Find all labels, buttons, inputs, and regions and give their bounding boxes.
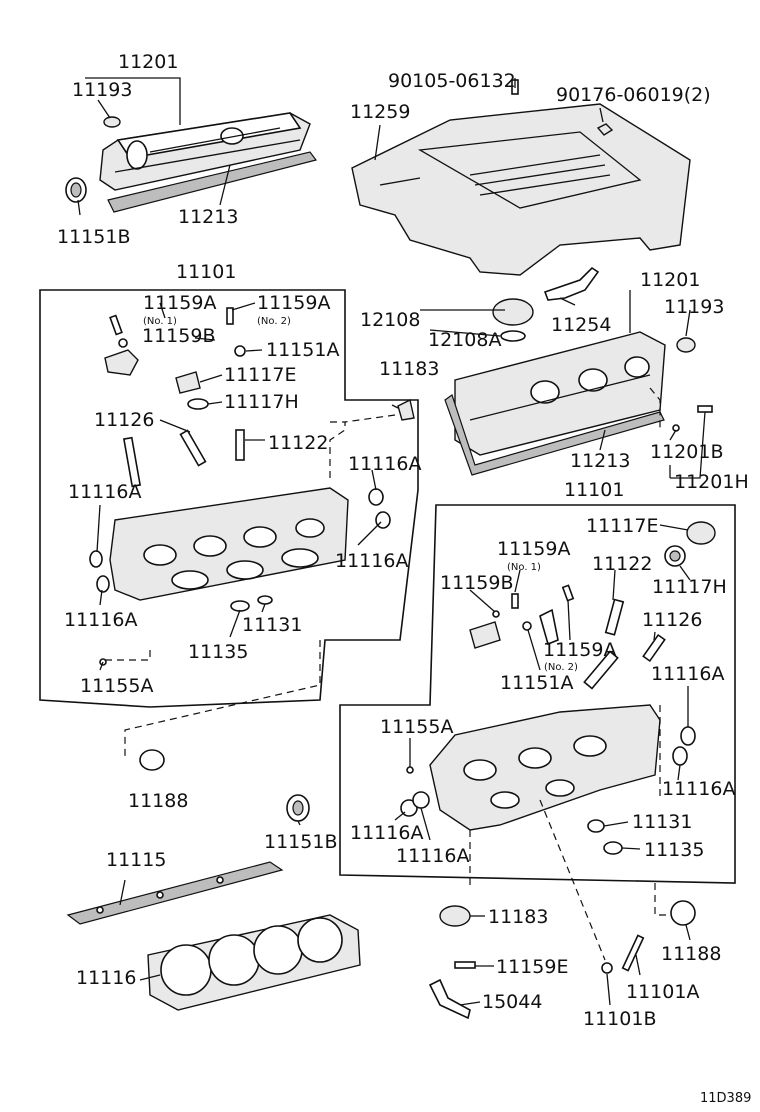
label-11101a: 11101A [626, 981, 699, 1003]
label-11122-right: 11122 [592, 553, 652, 575]
label-11116a-right-b: 11116A [662, 778, 735, 800]
label-90105: 90105-06132 [388, 70, 516, 92]
bolt-11201H [672, 405, 713, 432]
left-leader-lines [103, 414, 396, 760]
label-11135-left: 11135 [188, 641, 248, 663]
label-12108: 12108 [360, 309, 420, 331]
label-11135-right: 11135 [644, 839, 704, 861]
leader-lines [77, 77, 706, 1006]
part-labels: 11201 11193 11213 11151B 90105-06132 901… [57, 51, 751, 1106]
label-no1-left: (No. 1) [143, 316, 177, 327]
nut-90176 [596, 123, 614, 136]
label-11101-left: 11101 [176, 261, 236, 283]
plug-11183-bottom [439, 905, 471, 927]
label-11259: 11259 [350, 101, 410, 123]
label-11151b-top: 11151B [57, 226, 130, 248]
label-11159a-n1-right: 11159A [497, 538, 570, 560]
label-11116: 11116 [76, 967, 136, 989]
label-11151a-left: 11151A [266, 339, 339, 361]
label-11213-right: 11213 [570, 450, 630, 472]
label-11151b-bottom: 11151B [264, 831, 337, 853]
label-11117e-left: 11117E [224, 364, 296, 386]
label-11159a-n1-left: 11159A [143, 292, 216, 314]
label-11183-right: 11183 [488, 906, 548, 928]
label-11159a-n2-left: 11159A [257, 292, 330, 314]
bolt-11159E [454, 961, 476, 969]
label-11155a-left: 11155A [80, 675, 153, 697]
label-11188-left: 11188 [128, 790, 188, 812]
engine-cover-11259 [351, 103, 691, 276]
label-11101b: 11101B [583, 1008, 656, 1030]
label-11201b: 11201B [650, 441, 723, 463]
label-11131-left: 11131 [242, 614, 302, 636]
label-11155a-right: 11155A [380, 716, 453, 738]
label-11101-right: 11101 [564, 479, 624, 501]
right-cylinder-head [429, 704, 661, 831]
oil-seal-11151B-bottom [286, 794, 310, 822]
label-11159a-n2-right: 11159A [543, 639, 616, 661]
right-leader-lines [469, 387, 672, 961]
label-no2-right: (No. 2) [544, 662, 578, 673]
label-11117h-left: 11117H [224, 391, 299, 413]
gasket-11115 [66, 861, 284, 925]
left-assembly-box [39, 289, 419, 708]
left-cylinder-head [109, 487, 349, 601]
label-11201-top: 11201 [118, 51, 178, 73]
label-11116a-left-d: 11116A [64, 609, 137, 631]
diagram-code: 11D389 [700, 1091, 751, 1106]
label-11116a-left-c: 11116A [335, 550, 408, 572]
label-11188-right: 11188 [661, 943, 721, 965]
label-11201h: 11201H [674, 471, 749, 493]
label-11116a-right-d: 11116A [396, 845, 469, 867]
stud-11101A [601, 934, 645, 974]
label-11116a-left-a: 11116A [348, 453, 421, 475]
label-11193-top: 11193 [72, 79, 132, 101]
label-11122-left: 11122 [268, 432, 328, 454]
cylinder-head-cover-right [454, 331, 666, 456]
label-11116a-left-b: 11116A [68, 481, 141, 503]
label-11159b-left: 11159B [142, 325, 215, 347]
label-no1-right: (No. 1) [507, 562, 541, 573]
label-11131-right: 11131 [632, 811, 692, 833]
label-11159b-right: 11159B [440, 572, 513, 594]
label-11213-top: 11213 [178, 206, 238, 228]
label-11254: 11254 [551, 314, 611, 336]
label-11117e-right: 11117E [586, 515, 658, 537]
cylinder-head-cover-top-left [99, 112, 311, 191]
label-11193-right: 11193 [664, 296, 724, 318]
label-11126-right: 11126 [642, 609, 702, 631]
label-15044: 15044 [482, 991, 542, 1013]
head-gasket-11116 [147, 914, 361, 1011]
label-11201-right: 11201 [640, 269, 700, 291]
plug-11188-right [670, 900, 696, 926]
right-assembly-box [339, 504, 736, 884]
label-11126-left: 11126 [94, 409, 154, 431]
label-11116a-right-c: 11116A [350, 822, 423, 844]
label-11117h-right: 11117H [652, 576, 727, 598]
bracket-15044 [428, 978, 471, 1020]
plug-11188-left [139, 749, 165, 771]
label-no2-left: (No. 2) [257, 316, 291, 327]
grommet-11193-right [676, 337, 696, 353]
cover-gasket-top-left [107, 151, 318, 213]
label-11115: 11115 [106, 849, 166, 871]
bracket-11254 [543, 266, 600, 301]
label-11151a-right: 11151A [500, 672, 573, 694]
oil-filler-cap-12108 [492, 298, 534, 342]
label-12108a: 12108A [428, 329, 501, 351]
label-11159e: 11159E [496, 956, 568, 978]
label-90176: 90176-06019(2) [556, 84, 711, 106]
label-11183-left: 11183 [379, 358, 439, 380]
label-11116a-right-a: 11116A [651, 663, 724, 685]
grommet-11193-top [103, 116, 121, 128]
oil-seal-11151B-top [65, 177, 87, 203]
